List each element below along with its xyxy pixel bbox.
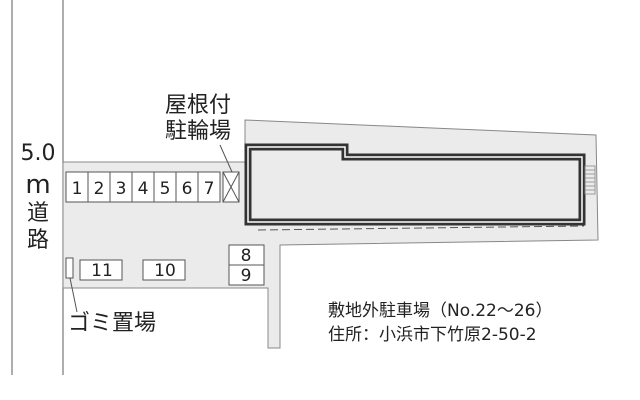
parking-space-7: [197, 171, 221, 203]
garbage-area-leader: [69, 277, 78, 313]
road-name-label-1: 道: [27, 201, 49, 226]
stairs-icon: [584, 165, 596, 195]
offsite-parking-label: 敷地外駐車場（No.22～26）: [328, 301, 553, 321]
garbage-area-label: ゴミ置場: [68, 311, 156, 336]
bicycle-parking-title-line1: 屋根付: [165, 93, 231, 118]
parking-space-8-label: 8: [241, 246, 252, 266]
parking-space-label: 5: [160, 179, 171, 199]
bicycle-parking-leader: [219, 144, 233, 173]
eave-line: [257, 225, 585, 231]
parking-space-10: [142, 259, 186, 281]
bicycle-parking-title-line2: 駐輪場: [165, 119, 231, 144]
garbage-area-marker: [65, 257, 74, 279]
parking-space-label: 3: [116, 179, 127, 199]
parking-space-11: [79, 259, 123, 281]
parking-space-10-label: 10: [154, 261, 176, 281]
parking-space-label: 2: [94, 179, 105, 199]
parking-space-label: 6: [182, 179, 193, 199]
parking-space-11-label: 11: [91, 261, 113, 281]
bicycle-parking: [222, 171, 240, 203]
parking-space-label: 1: [72, 179, 83, 199]
road-unit-label: m: [25, 170, 50, 200]
address-label: 住所：小浜市下竹原2-50-2: [328, 325, 537, 345]
parking-space-9-label: 9: [241, 266, 252, 286]
parking-space-label: 4: [138, 179, 149, 199]
parking-space-9: [228, 264, 265, 286]
road-name-label-2: 路: [27, 228, 49, 253]
building-inner: [247, 146, 583, 223]
parking-space-label: 7: [204, 179, 215, 199]
road-width-label: 5.0: [21, 141, 56, 166]
parking-row-a: 1 2 3 4 5 6 7: [65, 171, 221, 203]
